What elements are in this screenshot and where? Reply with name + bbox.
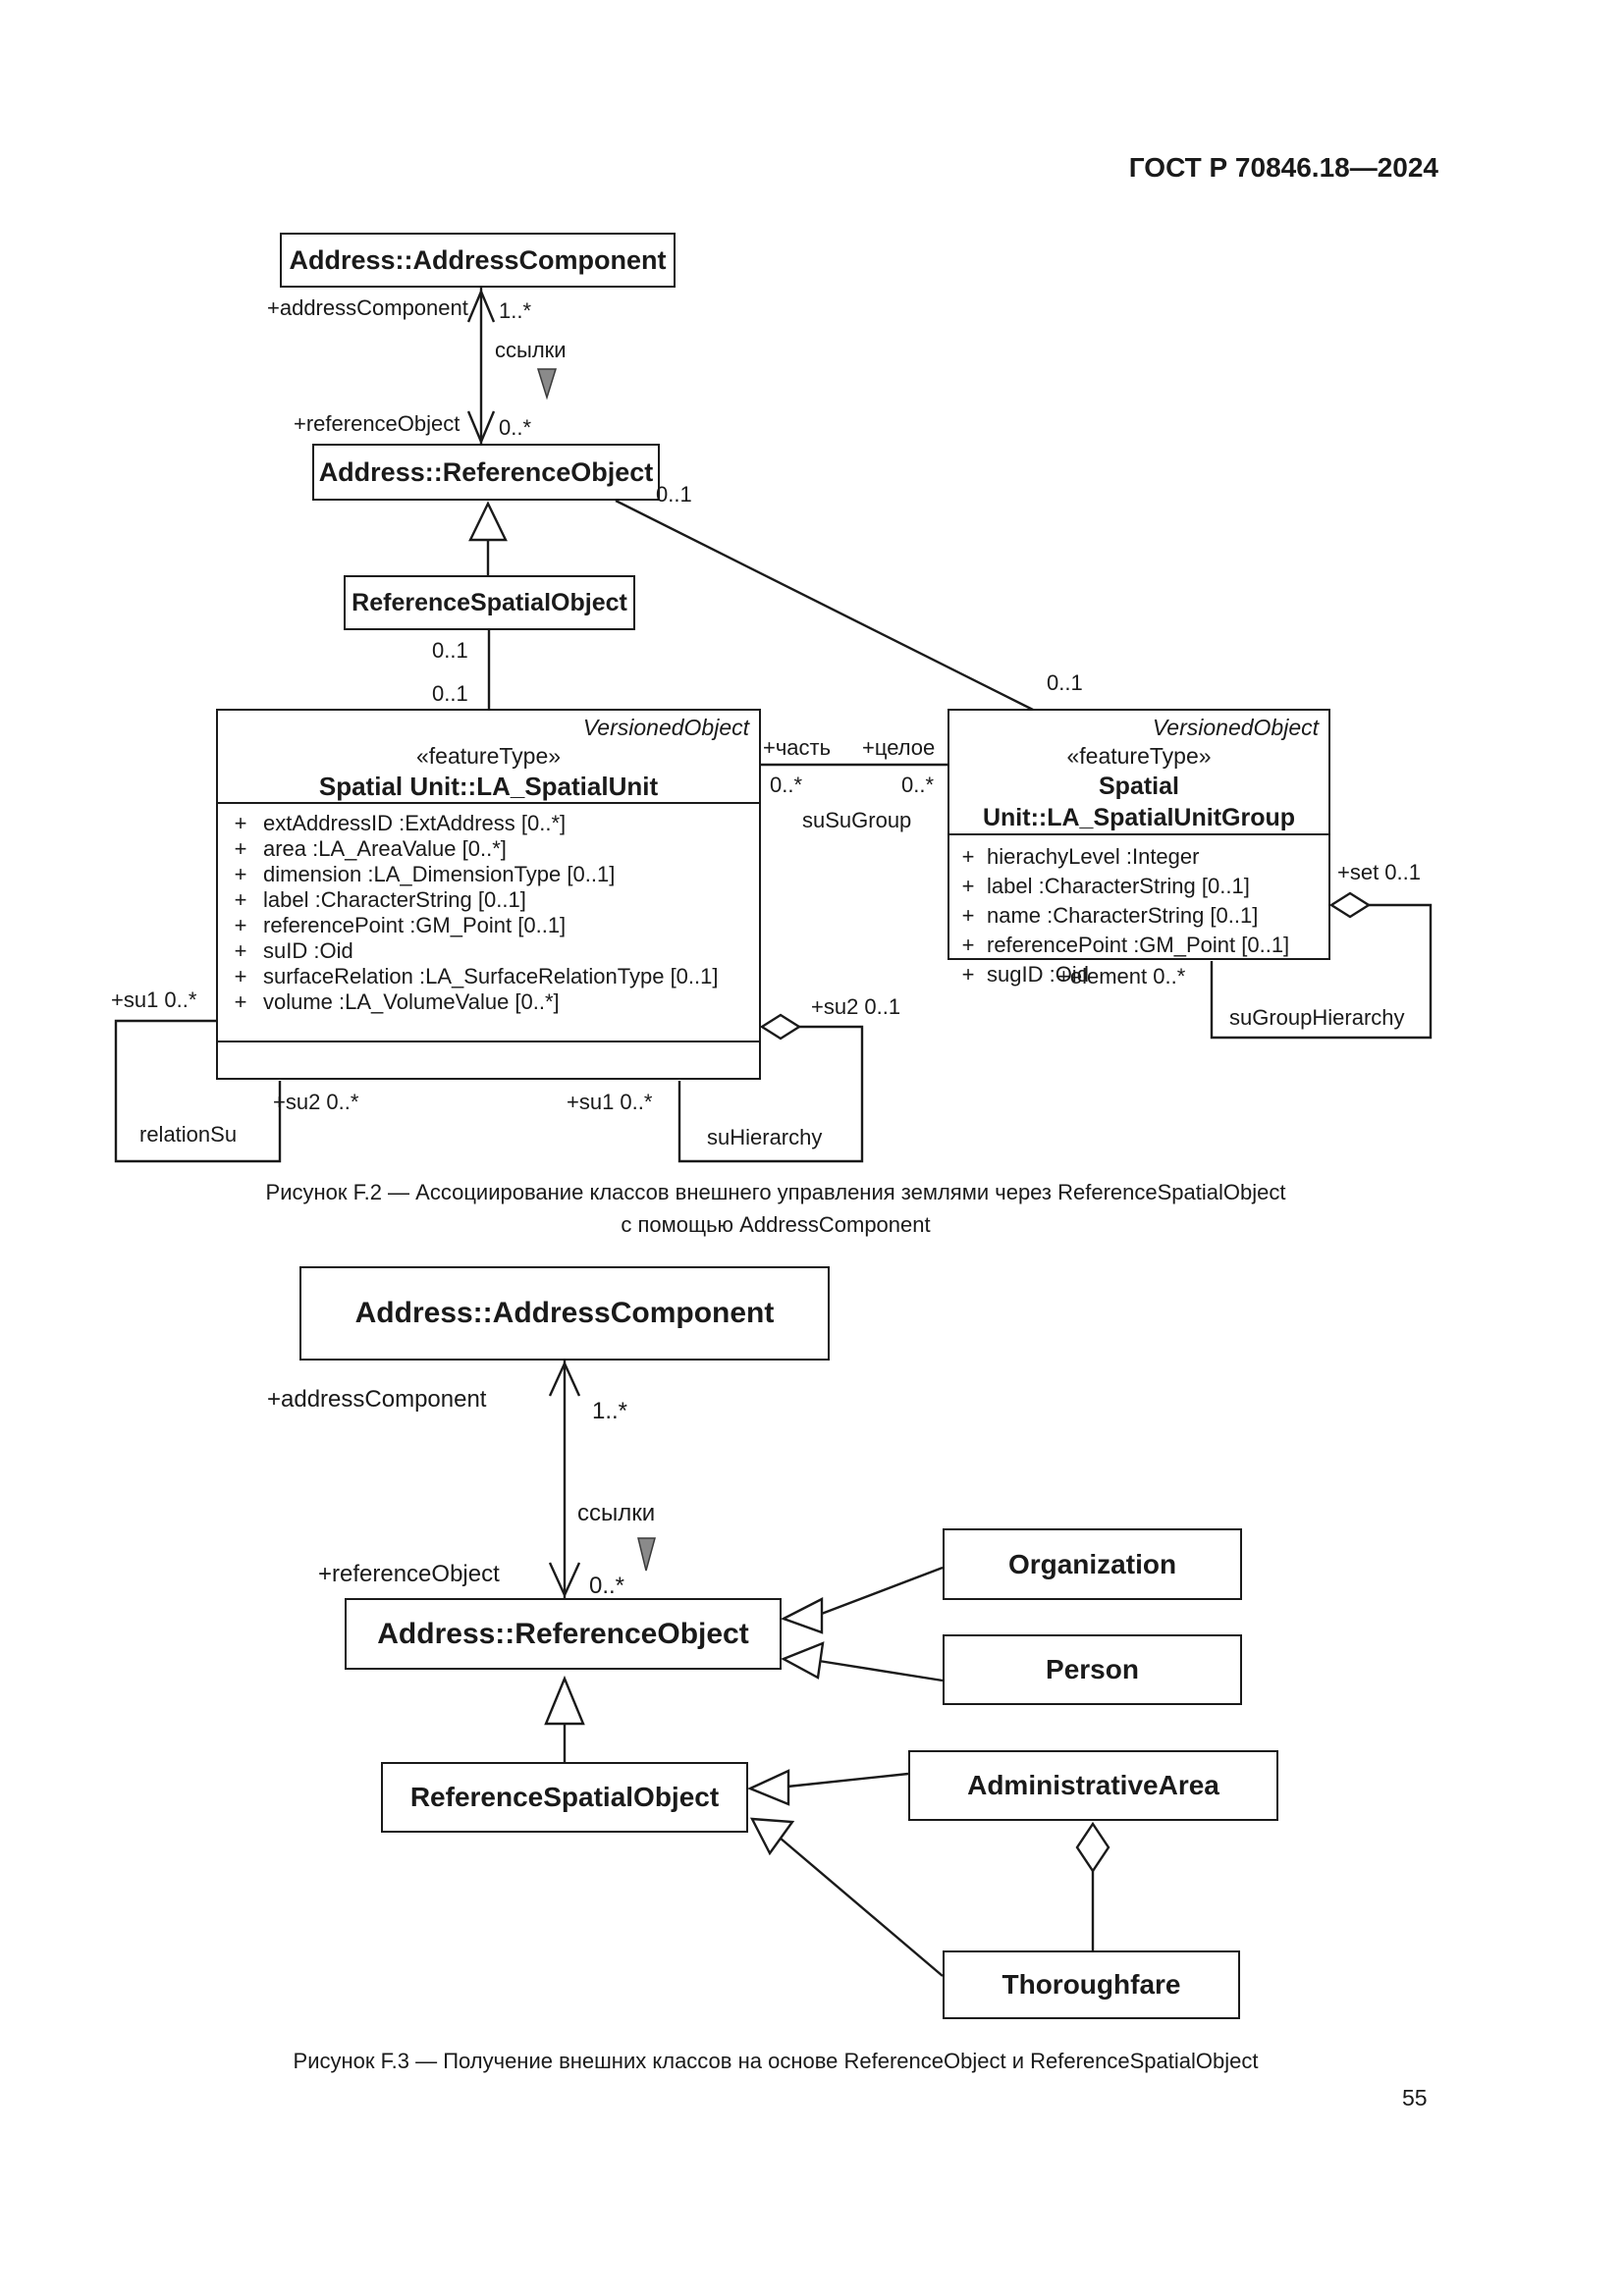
f2-arrowhead-up-icon — [466, 288, 496, 323]
f2-mult-addresscomponent: 1..* — [499, 298, 532, 323]
f2-mult-whole: 0..* — [901, 773, 935, 797]
f3-generalization-triangle-rso — [544, 1675, 585, 1726]
f3-class-address-addresscomponent: Address::AddressComponent — [299, 1266, 830, 1361]
attribute-row: +volume :LA_VolumeValue [0..*] — [234, 989, 560, 1014]
f3-role-referenceobject: +referenceObject — [318, 1561, 500, 1587]
f3-generalization-triangle-thoroughfare — [749, 1817, 795, 1856]
f2-la-spatialunit-name: Spatial Unit::LA_SpatialUnit — [318, 772, 659, 801]
f2-arrowhead-down-icon — [466, 410, 496, 446]
f2-la-spatialunit-header: VersionedObject «featureType» Spatial Un… — [218, 711, 759, 802]
f3-arrowhead-up-icon — [548, 1361, 581, 1397]
f2-la-spatialunitgroup-parent: VersionedObject — [1152, 715, 1319, 740]
page-header: ГОСТ Р 70846.18—2024 — [1128, 152, 1438, 183]
f3-generalization-triangle-administrativearea — [746, 1769, 790, 1806]
f2-class-la-spatialunitgroup: VersionedObject «featureType» Spatial Un… — [947, 709, 1330, 987]
attribute-row: +hierachyLevel :Integer — [961, 844, 1200, 869]
f2-suhierarchy-loop — [677, 1025, 864, 1163]
f2-role-su1-bottom: +su1 0..* — [567, 1090, 653, 1114]
f3-class-thoroughfare: Thoroughfare — [943, 1950, 1240, 2019]
attribute-row: +surfaceRelation :LA_SurfaceRelationType… — [234, 964, 719, 988]
attribute-row: +dimension :LA_DimensionType [0..1] — [234, 862, 616, 886]
f3-aggregation-diamond-icon — [1075, 1821, 1110, 1874]
f2-relationsu-loop — [114, 1019, 282, 1163]
f2-role-su2-right: +su2 0..1 — [811, 994, 901, 1019]
f3-class-organization: Organization — [943, 1528, 1242, 1600]
f2-suhierarchy-diamond-icon — [759, 1013, 802, 1041]
f2-la-spatialunit-stereotype: «featureType» — [415, 743, 562, 769]
f2-generalization-triangle-referencespatialobject — [468, 501, 508, 542]
f2-role-addresscomponent: +addressComponent — [267, 295, 468, 320]
f2-role-set: +set 0..1 — [1337, 860, 1422, 884]
f2-la-spatialunit-parent: VersionedObject — [582, 715, 749, 740]
f3-class-administrativearea: AdministrativeArea — [908, 1750, 1278, 1821]
f2-link-direction-icon — [536, 368, 558, 400]
attribute-row: +sugID :Oid — [961, 962, 1089, 987]
attribute-row: +name :CharacterString [0..1] — [961, 903, 1259, 928]
f2-role-referenceobject: +referenceObject — [294, 411, 460, 436]
f2-mult-rso-bottom: 0..1 — [432, 681, 468, 706]
f3-caption: Рисунок F.3 — Получение внешних классов … — [293, 2049, 1259, 2073]
f3-class-person: Person — [943, 1634, 1242, 1705]
f3-class-referencespatialobject: ReferenceSpatialObject — [381, 1762, 748, 1833]
f2-class-address-referenceobject: Address::ReferenceObject — [312, 444, 660, 501]
attribute-row: +extAddressID :ExtAddress [0..*] — [234, 811, 567, 835]
f3-generalization-triangle-person — [781, 1641, 825, 1680]
f3-arrowhead-down-icon — [548, 1562, 581, 1598]
f2-assoc-name-links: ссылки — [495, 338, 567, 362]
f3-generalization-line-administrativearea — [786, 1772, 909, 1789]
page-number: 55 — [1402, 2085, 1428, 2110]
f2-class-address-addresscomponent: Address::AddressComponent — [280, 233, 676, 288]
f3-assoc-name-links: ссылки — [577, 1500, 656, 1526]
f2-la-spatialunitgroup-attributes: +hierachyLevel :Integer +label :Characte… — [949, 833, 1328, 994]
f2-role-part: +часть — [763, 735, 832, 760]
attribute-row: +label :CharacterString [0..1] — [234, 887, 526, 912]
f2-la-spatialunitgroup-name: Spatial Unit::LA_SpatialUnitGroup — [982, 773, 1296, 831]
f2-sugrouphierarchy-loop — [1210, 903, 1433, 1040]
f2-mult-referenceobject: 0..* — [499, 415, 532, 440]
f2-class-la-spatialunit: VersionedObject «featureType» Spatial Un… — [216, 709, 761, 1080]
attribute-row: +area :LA_AreaValue [0..*] — [234, 836, 507, 861]
f2-class-referencespatialobject: ReferenceSpatialObject — [344, 575, 635, 630]
f2-assoc-referenceobject-spatialunitgroup — [615, 499, 1034, 712]
f3-generalization-line-thoroughfare — [779, 1837, 944, 1977]
f2-role-whole: +целое — [862, 735, 936, 760]
attribute-row: +referencePoint :GM_Point [0..1] — [961, 933, 1290, 957]
f2-mult-part: 0..* — [770, 773, 803, 797]
f2-mult-ro-diagonal: 0..1 — [656, 482, 692, 507]
f2-assoc-name-relationsu: relationSu — [139, 1122, 238, 1147]
f2-la-spatialunit-attributes: +extAddressID :ExtAddress [0..*] +area :… — [218, 802, 759, 1040]
attribute-row: +suID :Oid — [234, 938, 353, 963]
f3-role-addresscomponent: +addressComponent — [267, 1386, 487, 1413]
f2-caption-line2: с помощью AddressComponent — [621, 1212, 931, 1237]
f2-la-spatialunit-operations-empty — [218, 1041, 759, 1078]
f2-assoc-name-susugroup: suSuGroup — [802, 808, 912, 832]
attribute-row: +label :CharacterString [0..1] — [961, 874, 1250, 898]
f2-role-su2-bottom: +su2 0..* — [273, 1090, 359, 1114]
f3-class-address-referenceobject: Address::ReferenceObject — [345, 1598, 782, 1670]
f2-role-element: +element 0..* — [1057, 964, 1186, 988]
f3-generalization-line-organization — [818, 1566, 944, 1617]
f3-mult-referenceobject: 0..* — [589, 1573, 625, 1599]
f3-mult-addresscomponent: 1..* — [592, 1398, 628, 1424]
f2-sugrouphierarchy-diamond-icon — [1328, 891, 1372, 919]
f2-assoc-name-sugrouphierarchy: suGroupHierarchy — [1229, 1005, 1405, 1030]
f2-mult-rso-top: 0..1 — [432, 638, 468, 663]
f2-la-spatialunitgroup-stereotype: «featureType» — [1066, 743, 1212, 769]
f2-caption-line1: Рисунок F.2 — Ассоциирование классов вне… — [265, 1180, 1286, 1204]
f2-mult-group-diagonal: 0..1 — [1047, 670, 1083, 695]
f2-role-su1-left: +su1 0..* — [111, 988, 197, 1012]
f3-generalization-triangle-organization — [780, 1597, 824, 1634]
f3-link-direction-icon — [637, 1537, 656, 1572]
f3-generalization-line-person — [818, 1659, 944, 1682]
f2-assoc-name-suhierarchy: suHierarchy — [707, 1125, 823, 1149]
f2-la-spatialunitgroup-header: VersionedObject «featureType» Spatial Un… — [949, 711, 1328, 833]
attribute-row: +referencePoint :GM_Point [0..1] — [234, 913, 567, 937]
